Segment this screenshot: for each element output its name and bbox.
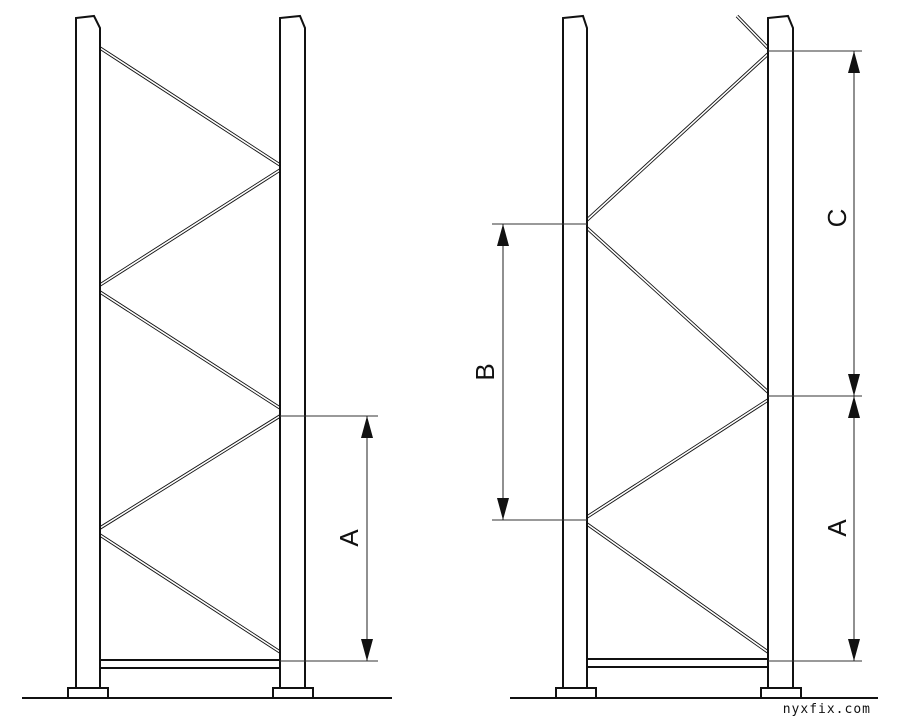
right-dimension-b-label: B bbox=[470, 363, 500, 380]
right-base-plate-left bbox=[555, 687, 597, 699]
right-base-plate-right bbox=[760, 687, 802, 699]
right-dimension-b: B bbox=[470, 223, 587, 521]
right-dimension-c: C bbox=[768, 50, 862, 397]
left-frame-braces bbox=[99, 46, 281, 669]
right-frame-braces bbox=[585, 14, 770, 668]
left-dimension-a-label: A bbox=[334, 529, 364, 547]
left-dimension-a: A bbox=[280, 415, 378, 662]
right-frame-column-left bbox=[562, 14, 588, 689]
right-frame-column-right bbox=[767, 14, 794, 689]
right-dimension-a-label: A bbox=[822, 519, 852, 537]
right-frame: B C A bbox=[470, 14, 878, 699]
left-frame: A bbox=[22, 14, 392, 699]
right-dimension-a: A bbox=[768, 396, 862, 662]
left-horizontal-brace bbox=[99, 659, 281, 669]
left-base-plate-left bbox=[67, 687, 109, 699]
right-dimension-c-label: C bbox=[822, 209, 852, 228]
left-frame-column-left bbox=[75, 14, 101, 689]
watermark-text: nyxfix.com bbox=[782, 702, 871, 717]
right-horizontal-brace bbox=[586, 658, 769, 668]
left-base-plate-right bbox=[272, 687, 314, 699]
left-frame-column-right bbox=[279, 14, 306, 689]
